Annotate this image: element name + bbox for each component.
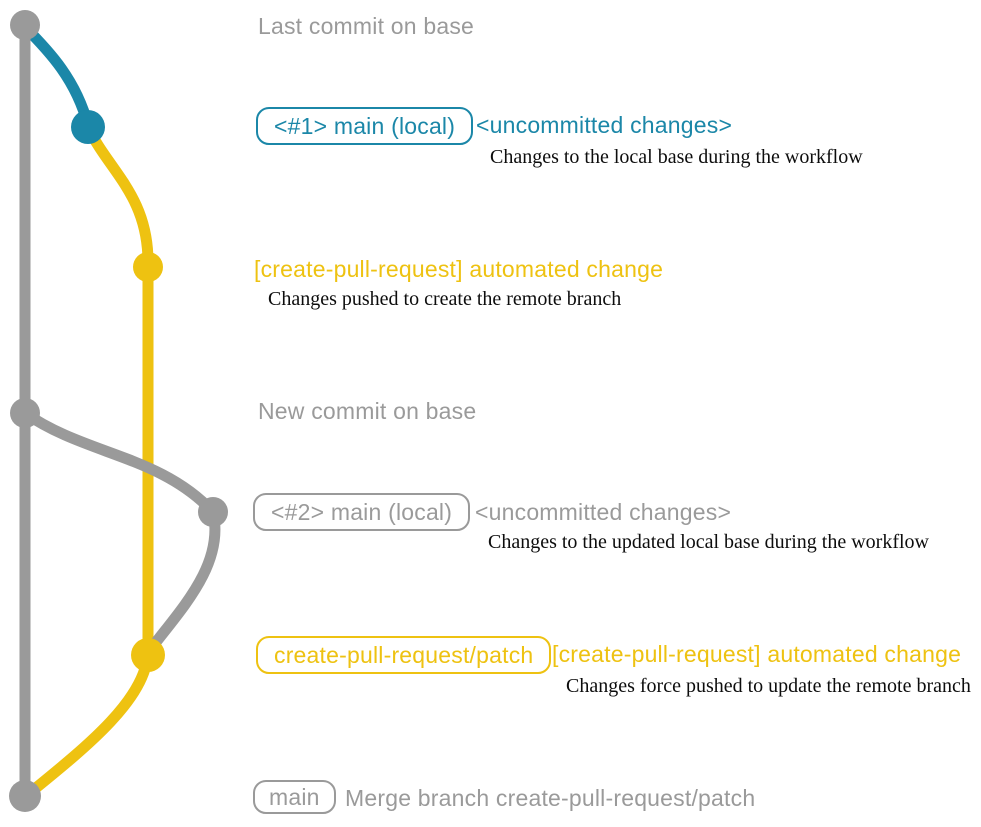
local-changes-line bbox=[19, 21, 94, 131]
branch-badge-main-local-2: <#2> main (local) bbox=[253, 493, 471, 531]
uncommitted-changes-title-2: <uncommitted changes> bbox=[475, 499, 732, 525]
commit-node-merge bbox=[9, 780, 41, 812]
merge-commit-title: Merge branch create-pull-request/patch bbox=[345, 785, 756, 811]
automated-change-title-1: [create-pull-request] automated change bbox=[254, 256, 664, 282]
commit-graph bbox=[9, 10, 228, 812]
uncommitted-changes-desc-2: Changes to the updated local base during… bbox=[488, 531, 929, 553]
branch-badge-main-local-1: <#1> main (local) bbox=[256, 107, 474, 145]
automated-change-desc-1: Changes pushed to create the remote bran… bbox=[268, 288, 622, 310]
commit-node-local-1 bbox=[71, 110, 105, 144]
branch-badge-main: main bbox=[253, 780, 336, 814]
automated-change-title-2: [create-pull-request] automated change bbox=[552, 641, 962, 667]
uncommitted-changes-desc-1: Changes to the local base during the wor… bbox=[490, 146, 863, 168]
automated-change-desc-2: Changes force pushed to update the remot… bbox=[566, 675, 971, 697]
rebase-out-line bbox=[19, 407, 219, 518]
commit-node-last-base bbox=[10, 10, 40, 40]
new-commit-label: New commit on base bbox=[258, 398, 477, 424]
last-commit-label: Last commit on base bbox=[258, 13, 475, 39]
branch-badge-patch: create-pull-request/patch bbox=[256, 636, 552, 674]
commit-node-new-base bbox=[10, 398, 40, 428]
rebase-in-line bbox=[144, 506, 221, 656]
uncommitted-changes-title-1: <uncommitted changes> bbox=[476, 112, 733, 138]
commit-node-local-2 bbox=[198, 497, 228, 527]
commit-node-patch-1 bbox=[133, 252, 163, 282]
commit-node-patch-2 bbox=[131, 638, 165, 672]
